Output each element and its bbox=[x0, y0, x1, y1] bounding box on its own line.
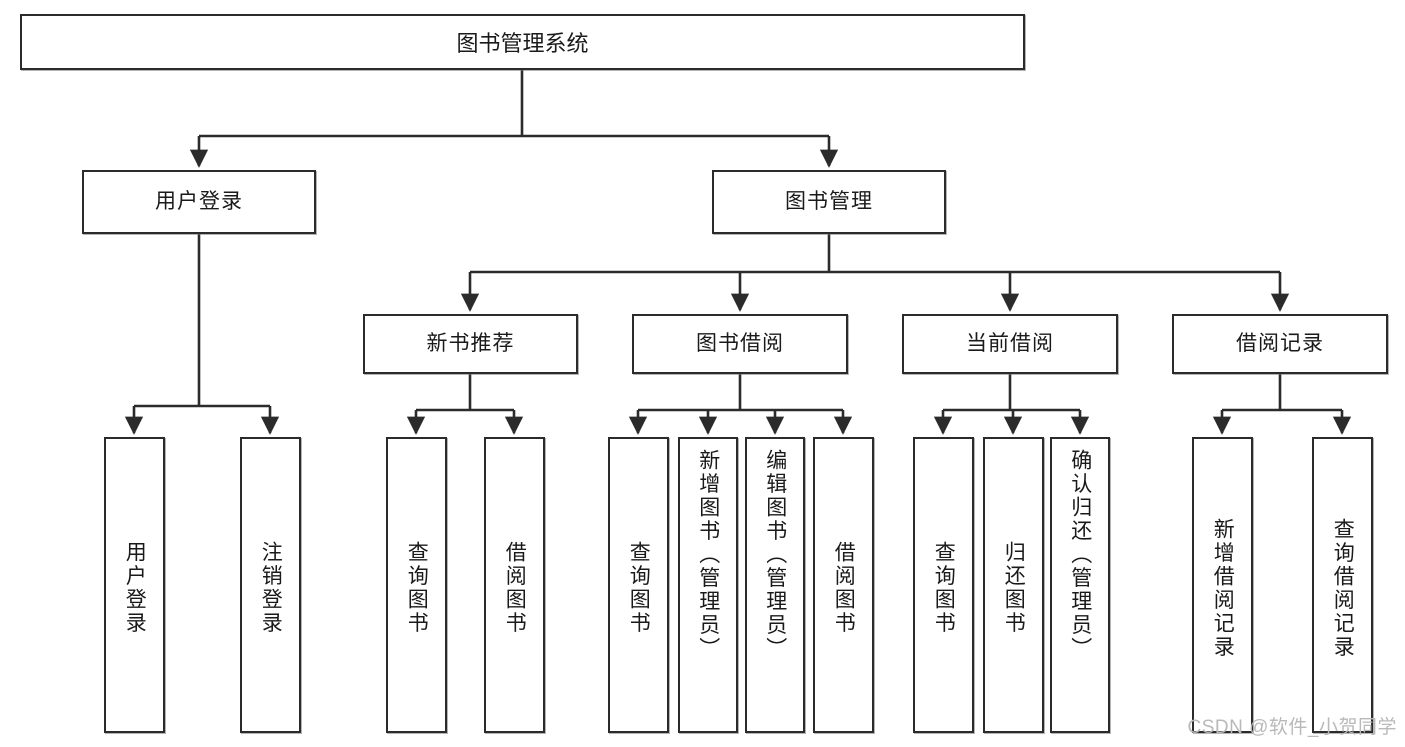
leaf-return-book-label: 归还图书 bbox=[1002, 541, 1026, 635]
leaf-query-book-current[interactable]: 查询图书 bbox=[913, 437, 974, 733]
leaf-query-book-newbook-label: 查询图书 bbox=[405, 541, 429, 635]
leaf-query-book-borrow[interactable]: 查询图书 bbox=[608, 437, 669, 733]
leaf-add-borrow-record-label: 新增借阅记录 bbox=[1211, 517, 1235, 659]
node-user-login[interactable]: 用户登录 bbox=[82, 170, 316, 234]
leaf-borrow-book[interactable]: 借阅图书 bbox=[813, 437, 874, 733]
leaf-query-borrow-record-label: 查询借阅记录 bbox=[1331, 517, 1355, 659]
leaf-user-login-label: 用户登录 bbox=[123, 541, 147, 635]
leaf-return-book[interactable]: 归还图书 bbox=[983, 437, 1044, 733]
node-borrow-record[interactable]: 借阅记录 bbox=[1172, 314, 1388, 374]
node-new-book-recommend[interactable]: 新书推荐 bbox=[363, 314, 578, 374]
node-root-label: 图书管理系统 bbox=[456, 31, 589, 56]
watermark: CSDN @软件_小贺同学 bbox=[1187, 717, 1397, 738]
leaf-query-book-current-label: 查询图书 bbox=[932, 541, 956, 635]
leaf-logout-label: 注销登录 bbox=[259, 541, 283, 635]
leaf-add-borrow-record[interactable]: 新增借阅记录 bbox=[1192, 437, 1253, 733]
leaf-borrow-book-label: 借阅图书 bbox=[832, 541, 856, 635]
leaf-add-book-admin-label: 新增图书（管理员） bbox=[696, 449, 720, 661]
node-current-borrow[interactable]: 当前借阅 bbox=[902, 314, 1118, 374]
leaf-add-book-admin[interactable]: 新增图书（管理员） bbox=[678, 437, 738, 733]
leaf-query-book-borrow-label: 查询图书 bbox=[627, 541, 651, 635]
node-current-borrow-label: 当前借阅 bbox=[966, 332, 1054, 356]
leaf-confirm-return-admin-label: 确认归还（管理员） bbox=[1068, 449, 1092, 661]
node-book-borrow-label: 图书借阅 bbox=[696, 332, 784, 356]
leaf-query-book-newbook[interactable]: 查询图书 bbox=[386, 437, 447, 733]
node-borrow-record-label: 借阅记录 bbox=[1236, 332, 1324, 356]
node-book-management-label: 图书管理 bbox=[785, 190, 873, 214]
leaf-borrow-book-newbook-label: 借阅图书 bbox=[503, 541, 527, 635]
node-user-login-label: 用户登录 bbox=[155, 190, 243, 214]
node-root-system[interactable]: 图书管理系统 bbox=[20, 14, 1025, 70]
leaf-logout[interactable]: 注销登录 bbox=[240, 437, 301, 733]
leaf-confirm-return-admin[interactable]: 确认归还（管理员） bbox=[1050, 437, 1110, 733]
leaf-borrow-book-newbook[interactable]: 借阅图书 bbox=[484, 437, 545, 733]
leaf-edit-book-admin[interactable]: 编辑图书（管理员） bbox=[745, 437, 805, 733]
leaf-user-login[interactable]: 用户登录 bbox=[104, 437, 165, 733]
node-book-management[interactable]: 图书管理 bbox=[712, 170, 946, 234]
leaf-edit-book-admin-label: 编辑图书（管理员） bbox=[763, 449, 787, 661]
leaf-query-borrow-record[interactable]: 查询借阅记录 bbox=[1312, 437, 1373, 733]
node-new-book-recommend-label: 新书推荐 bbox=[426, 332, 515, 356]
node-book-borrow[interactable]: 图书借阅 bbox=[632, 314, 848, 374]
